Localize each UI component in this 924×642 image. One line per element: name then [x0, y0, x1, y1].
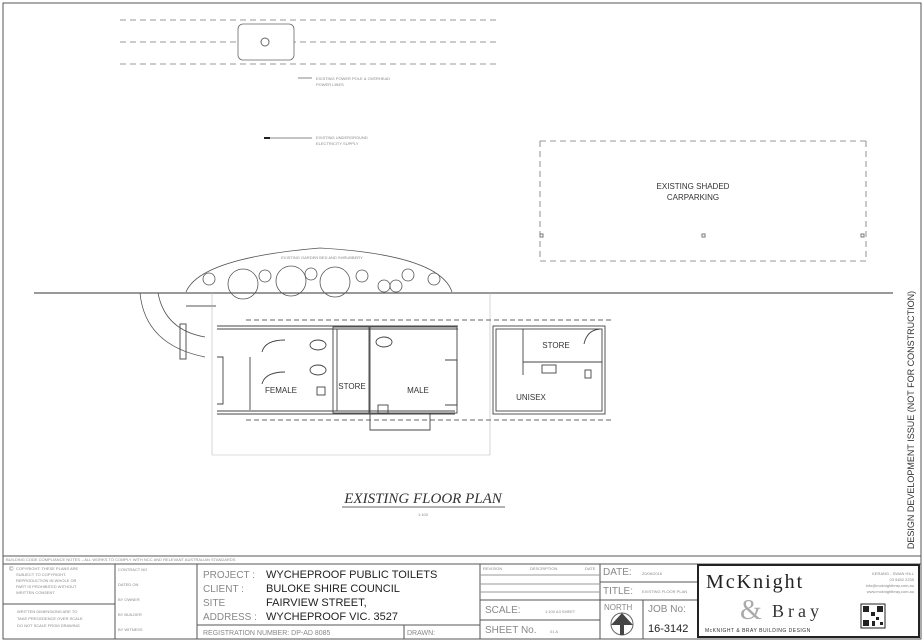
- address: WYCHEPROOF VIC. 3527: [266, 611, 398, 623]
- address-label: ADDRESS :: [203, 612, 257, 623]
- revision-header: REVISION: [483, 566, 502, 571]
- contact-line: info@mcknightbray.com.au: [866, 583, 914, 588]
- signoff-label: CONTRACT NO: [118, 567, 147, 572]
- power-lines-note: EXISTING POWER POLE & OVERHEAD: [316, 76, 390, 81]
- project-name: WYCHEPROOF PUBLIC TOILETS: [266, 569, 437, 581]
- contact-line: www.mcknightbray.com.au: [867, 589, 914, 594]
- scale-value: 1:100 A3 SHEET: [545, 609, 576, 614]
- job-number: 16-3142: [648, 623, 688, 635]
- issue-note: DESIGN DEVELOPMENT ISSUE (NOT FOR CONSTR…: [906, 291, 916, 549]
- site: FAIRVIEW STREET,: [266, 597, 367, 609]
- project-label: PROJECT :: [203, 570, 255, 581]
- building-walls: [217, 319, 612, 431]
- logo-tagline: McKNIGHT & BRAY BUILDING DESIGN: [705, 628, 811, 634]
- copyright-icon: ©: [9, 566, 14, 573]
- drawing-scale: 1:100: [418, 512, 429, 517]
- copyright-note: PART IS PROHIBITED WITHOUT: [16, 584, 77, 589]
- sheet-label: SHEET No.: [485, 625, 537, 636]
- contact-line: 03 5452 2235: [890, 577, 915, 582]
- copyright-note: WRITTEN CONSENT: [16, 590, 55, 595]
- registration-number: REGISTRATION NUMBER: DP-AD 8085: [203, 630, 331, 637]
- carpark-label-2: CARPARKING: [667, 193, 719, 202]
- revision-header: DATE: [585, 566, 596, 571]
- drawn-label: DRAWN:: [407, 630, 435, 637]
- signoff-label: BY BUILDER: [118, 612, 142, 617]
- power-pole-box: [237, 23, 295, 61]
- date-label: DATE:: [603, 567, 632, 578]
- client-label: CLIENT :: [203, 584, 244, 595]
- dimensions-note: WRITTEN DIMENSIONS ARE TO: [17, 609, 77, 614]
- room-unisex: UNISEX: [516, 393, 546, 402]
- sheet-value: 01 A: [550, 629, 558, 634]
- signoff-label: BY OWNER: [118, 597, 140, 602]
- garden-note: EXISTING GARDEN BED AND SHRUBBERY: [281, 255, 363, 260]
- trees: [202, 265, 441, 300]
- signoff-label: DATED ON: [118, 582, 138, 587]
- strip-text: BUILDING CODE COMPLIANCE NOTES – ALL WOR…: [6, 557, 236, 562]
- site-label: SITE: [203, 598, 226, 609]
- room-female: FEMALE: [265, 386, 297, 395]
- contact-line: KERANG - SWAN HILL: [872, 571, 915, 576]
- dimensions-note: DO NOT SCALE FROM DRAWING: [17, 623, 80, 628]
- logo-name-1: McKnight: [706, 571, 804, 593]
- carpark-outline: [539, 140, 867, 262]
- north-arrow-icon: [610, 612, 634, 636]
- job-label: JOB No:: [648, 604, 686, 615]
- north-label: NORTH: [604, 603, 633, 612]
- mcknight-bray-logo: McKnight & Bray McKNIGHT & BRAY BUILDING…: [705, 571, 915, 634]
- title-block: BUILDING CODE COMPLIANCE NOTES – ALL WOR…: [3, 555, 921, 639]
- drawing-title: EXISTING FLOOR PLAN: [343, 491, 502, 507]
- garden-bed: [185, 247, 453, 293]
- title-label: TITLE:: [603, 586, 633, 597]
- scale-label: SCALE:: [485, 605, 521, 616]
- date-value: 20/06/2016: [642, 571, 663, 576]
- copyright-note: COPYRIGHT: THESE PLANS ARE: [16, 566, 78, 571]
- underground-note: EXISTING UNDERGROUND: [316, 135, 368, 140]
- signoff-label: BY WITNESS: [118, 627, 143, 632]
- power-pole-icon: [260, 37, 270, 47]
- copyright-note: REPRODUCTION IN WHOLE OR: [16, 578, 77, 583]
- power-lines-note-2: POWER LINES: [316, 82, 344, 87]
- title-value: EXISTING FLOOR PLAN: [642, 589, 687, 594]
- qr-code-icon: [860, 603, 886, 629]
- carpark-label: EXISTING SHADED: [657, 182, 730, 191]
- room-male: MALE: [407, 386, 429, 395]
- client-name: BULOKE SHIRE COUNCIL: [266, 583, 400, 595]
- room-store-2: STORE: [542, 341, 569, 350]
- revision-header: DESCRIPTION: [530, 566, 557, 571]
- logo-ampersand: &: [740, 595, 762, 626]
- copyright-note: SUBJECT TO COPYRIGHT.: [16, 572, 66, 577]
- underground-note-2: ELECTRICITY SUPPLY: [316, 141, 359, 146]
- road-lines: [120, 19, 500, 65]
- dimensions-note: TAKE PRECEDENCE OVER SCALE: [17, 616, 83, 621]
- logo-name-2: Bray: [772, 601, 823, 621]
- room-store: STORE: [338, 382, 365, 391]
